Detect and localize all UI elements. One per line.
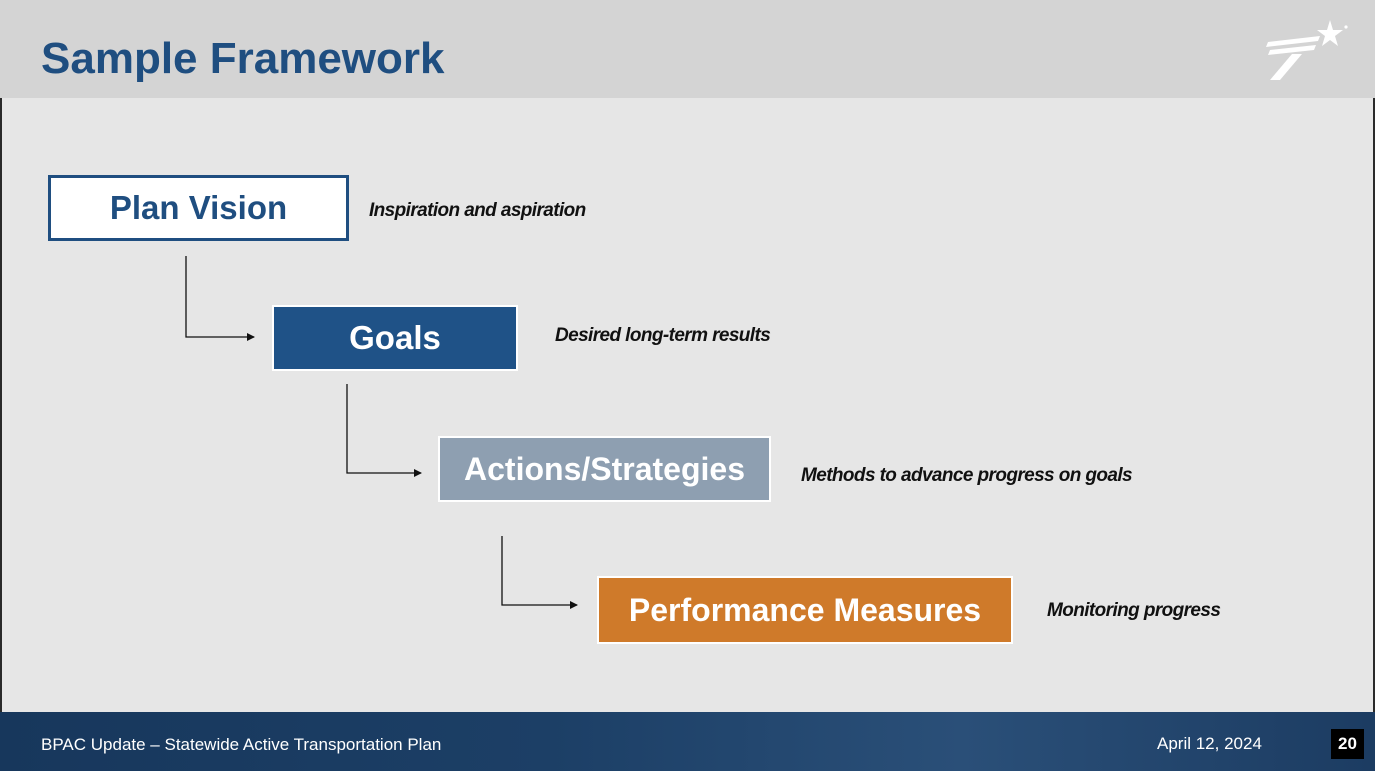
txdot-star-logo-icon [1266,20,1348,80]
footer-date: April 12, 2024 [1157,734,1262,753]
footer-bar [0,712,1375,771]
arrow-actions-to-measures [501,536,578,609]
page-number-badge: 20 [1331,729,1364,759]
performance-measures-box: Performance Measures [597,576,1013,644]
footer-presentation-title: BPAC Update – Statewide Active Transport… [41,735,442,754]
arrow-goals-to-actions [346,384,422,477]
page-title: Sample Framework [41,34,445,83]
actions-strategies-description: Methods to advance progress on goals [801,465,1133,486]
goals-description: Desired long-term results [555,325,771,346]
plan-vision-description: Inspiration and aspiration [369,200,586,221]
goals-box: Goals [272,305,518,371]
header-bar [0,0,1375,98]
actions-strategies-box: Actions/Strategies [438,436,771,502]
frame-left-border [0,98,2,712]
performance-measures-description: Monitoring progress [1047,600,1221,621]
plan-vision-box: Plan Vision [48,175,349,241]
frame-right-border [1373,98,1375,712]
arrow-vision-to-goals [185,256,255,341]
